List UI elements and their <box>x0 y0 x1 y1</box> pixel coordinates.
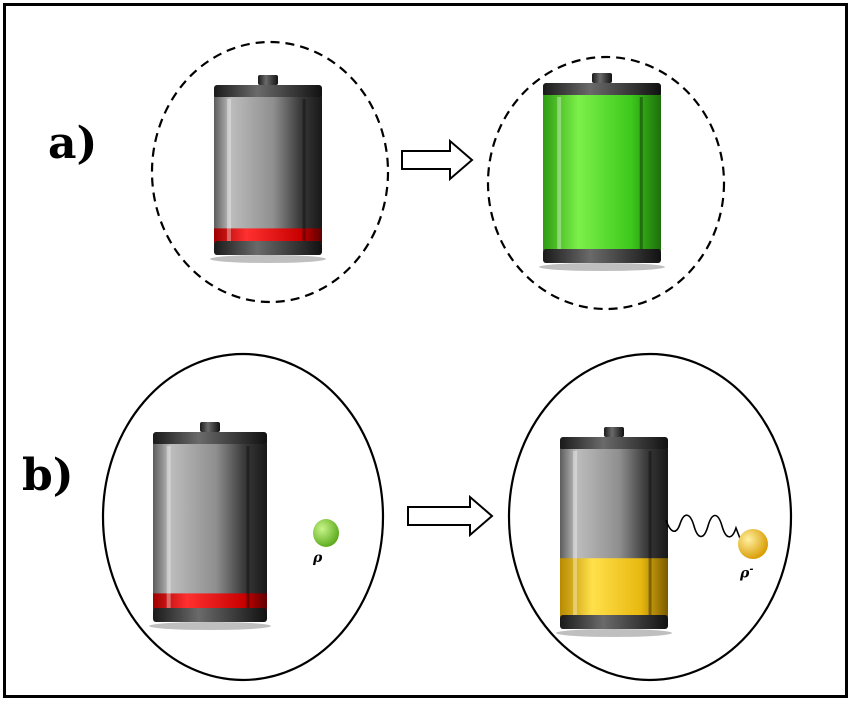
panel-a-before-ellipse <box>150 40 390 304</box>
particle-symbol-after-base: ρ <box>740 565 750 582</box>
particle-yellow <box>738 529 768 559</box>
battery-body <box>214 97 322 243</box>
battery-a-before <box>210 75 326 263</box>
battery-charge <box>153 593 267 610</box>
battery-shadow-line <box>639 97 643 249</box>
battery-shadow-line <box>302 99 306 241</box>
battery-charge <box>543 95 661 251</box>
battery-b-after <box>556 427 672 637</box>
battery-floor-shadow <box>556 629 672 637</box>
battery-bottom-cap <box>543 249 661 263</box>
figure-frame <box>3 3 848 698</box>
panel-a-label: a) <box>48 118 98 169</box>
battery-body <box>153 444 267 610</box>
battery-bottom-cap <box>214 241 322 255</box>
battery-terminal <box>604 427 624 437</box>
battery-highlight <box>226 99 231 241</box>
particle-green <box>313 519 339 547</box>
wavy-bond <box>665 514 742 542</box>
battery-highlight <box>166 446 171 608</box>
battery-terminal <box>592 73 612 83</box>
panel-b-label: b) <box>22 450 74 501</box>
arrow-panel-a <box>401 138 474 182</box>
arrow-panel-b <box>407 494 494 538</box>
battery-shadow-line <box>648 451 652 615</box>
battery-terminal <box>258 75 278 85</box>
battery-floor-shadow <box>539 263 665 271</box>
panel-b-after-ellipse <box>507 352 793 682</box>
battery-top-cap <box>214 85 322 99</box>
particle-symbol-after-superscript: - <box>749 564 754 575</box>
battery-highlight <box>572 451 577 615</box>
battery-charge <box>214 228 322 243</box>
battery-highlight <box>557 97 562 249</box>
particle-symbol-after: ρ- <box>740 564 753 582</box>
battery-floor-shadow <box>210 255 326 263</box>
battery-shadow-line <box>246 446 250 608</box>
particle-symbol-before: ρ <box>313 550 323 566</box>
battery-charge <box>560 558 668 617</box>
battery-top-cap <box>560 437 668 451</box>
panel-a-after-ellipse <box>486 55 726 311</box>
battery-b-before <box>149 422 271 630</box>
battery-bottom-cap <box>560 615 668 629</box>
battery-top-cap <box>153 432 267 446</box>
battery-bottom-cap <box>153 608 267 622</box>
battery-top-cap <box>543 83 661 97</box>
battery-terminal <box>200 422 220 432</box>
panel-b-before-ellipse <box>101 352 385 682</box>
battery-floor-shadow <box>149 622 271 630</box>
battery-a-after <box>539 73 665 271</box>
